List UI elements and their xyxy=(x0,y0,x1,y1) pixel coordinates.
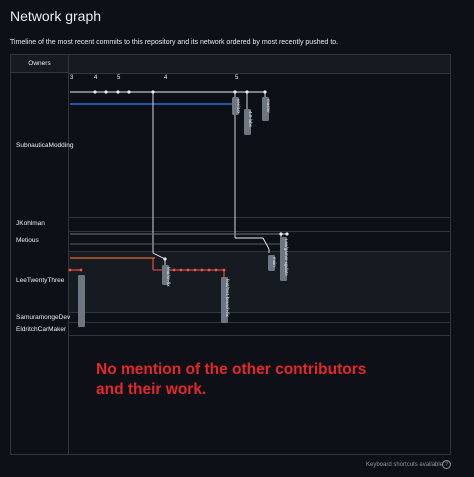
page-title: Network graph xyxy=(10,8,102,24)
svg-text:4.0-labs: 4.0-labs xyxy=(248,111,253,128)
branch-tag-ver40: ver/4.0 xyxy=(232,97,241,115)
keyboard-shortcuts-hint[interactable]: Keyboard shortcuts available xyxy=(366,462,444,468)
date-label: 4 xyxy=(164,75,168,81)
band-leetwentythree xyxy=(69,251,450,313)
svg-text:feat/sn-fix: feat/sn-fix xyxy=(166,267,171,287)
help-icon[interactable]: ? xyxy=(442,460,451,469)
svg-text:feat/Sn1 branch-fix: feat/Sn1 branch-fix xyxy=(225,279,230,318)
svg-text:main: main xyxy=(272,257,277,267)
network-graph[interactable]: Owners SubnauticaModding JKohlman Metiou… xyxy=(10,54,451,455)
svg-text:ver/4.0: ver/4.0 xyxy=(236,99,241,113)
owner-jkohlman[interactable]: JKohlman xyxy=(16,219,45,227)
svg-text:master: master xyxy=(266,99,271,113)
owners-header: Owners xyxy=(11,55,69,73)
owner-subnauticamodding[interactable]: SubnauticaModding xyxy=(16,141,74,149)
owner-samuramongedev[interactable]: SamuramongeDev xyxy=(16,313,71,321)
branch-tag-master: master xyxy=(262,97,271,121)
date-label: 3 xyxy=(70,75,74,81)
branch-tag-feat-sn-fix: feat/sn-fix xyxy=(162,265,171,287)
date-label: 5 xyxy=(117,75,121,81)
page-subtitle: Timeline of the most recent commits to t… xyxy=(10,39,339,46)
branch-tag-lee-gamer-update: Lee/gamer-update xyxy=(280,237,289,281)
commit-graph-canvas[interactable]: master ver/4.0 4.0-labs main Lee/gamer-u… xyxy=(11,55,452,456)
owner-metious[interactable]: Metious xyxy=(16,237,39,244)
svg-text:Lee/gamer-update: Lee/gamer-update xyxy=(284,239,289,276)
date-header xyxy=(69,55,450,74)
branch-tag-main: main xyxy=(268,255,277,271)
date-label: 4 xyxy=(94,75,98,81)
annotation-text: No mention of the other contributors and… xyxy=(96,361,367,398)
branch-tag-feat-sn1: feat/Sn1 branch-fix xyxy=(221,277,230,323)
owner-leetwentythree[interactable]: LeeTwentyThree xyxy=(16,277,65,284)
date-label: 5 xyxy=(235,75,239,81)
owners-column: SubnauticaModding JKohlman Metious LeeTw… xyxy=(11,73,74,454)
branch-tag-40-labs: 4.0-labs xyxy=(244,109,253,135)
branch-tag-lee-left xyxy=(78,275,85,327)
owner-eldritchcarmaker[interactable]: EldritchCarMaker xyxy=(16,325,67,333)
commit-dots xyxy=(93,90,289,261)
